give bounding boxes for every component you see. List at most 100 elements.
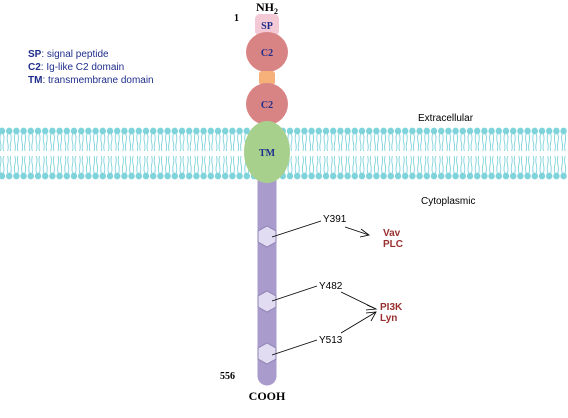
- lipid-head: [409, 127, 416, 135]
- lipid-tail: [129, 155, 135, 174]
- lipid-tail: [85, 133, 91, 152]
- lipid-tail: [532, 155, 538, 174]
- lipid-head: [531, 172, 538, 180]
- lipid-tail: [13, 155, 19, 174]
- lipid-head: [243, 127, 250, 135]
- lipid-head: [63, 127, 70, 135]
- lipid-head: [430, 172, 438, 180]
- arrow-y482-head: [365, 304, 378, 311]
- lipid-tail: [388, 155, 394, 174]
- c2-domain-bottom-label: C2: [261, 100, 273, 111]
- lipid-head: [49, 127, 56, 135]
- lipid-tail: [438, 155, 444, 174]
- lipid-tail: [157, 155, 163, 174]
- lipid-tail: [49, 155, 55, 174]
- lipid-tail: [179, 133, 185, 152]
- lipid-head: [106, 127, 114, 135]
- lipid-tail: [172, 155, 178, 174]
- lipid-head: [517, 172, 524, 180]
- lipid-head: [409, 172, 416, 180]
- lipid-tail: [561, 133, 567, 152]
- lipid-tail: [186, 133, 192, 152]
- lipid-tail: [229, 133, 235, 152]
- lipid-tail: [445, 155, 451, 174]
- lipid-tail: [6, 133, 12, 152]
- lipid-head: [337, 127, 344, 135]
- lipid-tail: [345, 133, 351, 152]
- lipid-head: [553, 127, 560, 135]
- lipid-head: [394, 127, 402, 135]
- lipid-head: [20, 127, 27, 135]
- partner-pi3k: PI3K: [380, 302, 403, 313]
- lipid-head: [157, 127, 164, 135]
- c-terminal-cooh-label: COOH: [249, 389, 286, 403]
- lipid-head: [142, 172, 150, 180]
- lipid-tail: [150, 155, 156, 174]
- lipid-tail: [136, 155, 142, 174]
- legend-sp: SP: signal peptide: [28, 49, 109, 60]
- lipid-tail: [57, 133, 63, 152]
- lipid-tail: [301, 155, 307, 174]
- lipid-head: [56, 127, 63, 135]
- partner-lyn: Lyn: [380, 313, 397, 324]
- lipid-head: [330, 172, 337, 180]
- lipid-head: [128, 172, 135, 180]
- lipid-head: [70, 172, 78, 180]
- lipid-tail: [229, 155, 235, 174]
- lipid-head: [466, 172, 474, 180]
- lipid-tail: [301, 133, 307, 152]
- lipid-head: [402, 127, 409, 135]
- lipid-tail: [136, 133, 142, 152]
- lipid-head: [229, 127, 236, 135]
- lipid-head: [546, 127, 553, 135]
- lipid-tail: [553, 155, 559, 174]
- lipid-head: [193, 127, 200, 135]
- lipid-head: [495, 127, 502, 135]
- lipid-head: [13, 172, 20, 180]
- lipid-tail: [129, 133, 135, 152]
- lipid-head: [459, 172, 466, 180]
- lipid-head: [416, 127, 423, 135]
- lipid-tail: [78, 155, 84, 174]
- lipid-head: [358, 172, 366, 180]
- partner-vav: Vav: [383, 228, 401, 239]
- lipid-head: [510, 127, 517, 135]
- lipid-tail: [445, 133, 451, 152]
- lipid-head: [243, 172, 250, 180]
- c-terminal-position: 556: [220, 371, 235, 382]
- site-y513-label: Y513: [319, 335, 343, 346]
- lipid-tail: [172, 133, 178, 152]
- lipid-tail: [215, 155, 221, 174]
- lipid-tail: [388, 133, 394, 152]
- lipid-head: [121, 172, 128, 180]
- lipid-head: [330, 127, 337, 135]
- lipid-tail: [42, 155, 48, 174]
- lipid-tail: [481, 133, 487, 152]
- lipid-tail: [121, 155, 127, 174]
- tyrosine-site-y482: [257, 290, 277, 313]
- lipid-head: [236, 172, 243, 180]
- lipid-tail: [93, 133, 99, 152]
- lipid-tail: [453, 133, 459, 152]
- cytoplasmic-label: Cytoplasmic: [421, 196, 475, 207]
- lipid-tail: [460, 133, 466, 152]
- lipid-tail: [330, 133, 336, 152]
- lipid-tail: [417, 155, 423, 174]
- lipid-head: [99, 172, 107, 180]
- lipid-head: [229, 172, 236, 180]
- lipid-head: [524, 172, 531, 180]
- lipid-head: [92, 127, 99, 135]
- lipid-tail: [352, 155, 358, 174]
- lipid-tail: [71, 133, 77, 152]
- lipid-head: [236, 127, 243, 135]
- lipid-tail: [460, 155, 466, 174]
- lipid-head: [171, 172, 178, 180]
- lipid-tail: [35, 133, 41, 152]
- lipid-tail: [107, 155, 113, 174]
- lipid-head: [150, 172, 157, 180]
- lipid-tail: [352, 133, 358, 152]
- lipid-head: [524, 127, 531, 135]
- lipid-head: [49, 172, 56, 180]
- lipid-tail: [150, 133, 156, 152]
- lipid-head: [380, 127, 387, 135]
